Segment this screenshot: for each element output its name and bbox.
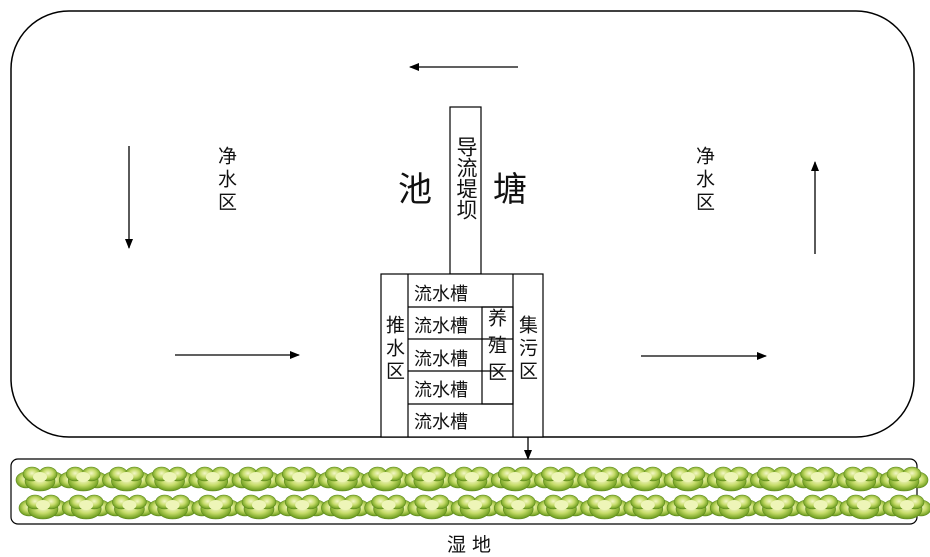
lettuce-plant (145, 466, 194, 492)
diversion-dam (449, 106, 482, 275)
culture-zone-label: 养殖区 (485, 308, 507, 389)
clean-zone-left: 净水区 (215, 146, 237, 215)
sewage-zone-label: 集污区 (516, 315, 538, 384)
lettuce-plant (750, 466, 799, 492)
lettuce-plant (364, 494, 413, 520)
dam-label: 导流堤坝 (454, 136, 478, 220)
lettuce-plant (580, 494, 629, 520)
lettuce-plant (450, 494, 500, 520)
lettuce-plant (620, 466, 670, 492)
lettuce-plant (234, 494, 284, 520)
channel-4: 流水槽 (414, 380, 468, 401)
lettuce-plant (407, 494, 457, 520)
lettuce-plant (18, 494, 68, 520)
lettuce-plant (361, 466, 410, 492)
pond-label-left: 池 (398, 170, 432, 210)
lettuce-plant (15, 466, 65, 492)
lettuce-plant (274, 466, 324, 492)
lettuce-plant (706, 466, 756, 492)
lettuce-plant (321, 494, 370, 520)
lettuce-plant (191, 494, 241, 520)
clean-zone-right: 净水区 (693, 146, 715, 215)
lettuce-plant (61, 494, 111, 520)
lettuce-plant (58, 466, 108, 492)
pond-label-right: 塘 (493, 170, 527, 210)
lettuce-plant (493, 494, 543, 520)
channel-5: 流水槽 (414, 412, 468, 433)
lettuce-plant (277, 494, 327, 520)
push-zone-label: 推水区 (383, 315, 405, 384)
lettuce-plant (839, 494, 889, 520)
lettuce-plant (447, 466, 497, 492)
channel-3: 流水槽 (414, 349, 468, 370)
lettuce-plant (537, 494, 586, 520)
lettuce-plant (882, 494, 930, 520)
lettuce-plant (623, 494, 673, 520)
lettuce-plant (231, 466, 281, 492)
lettuce-plant (188, 466, 238, 492)
lettuce-plant (709, 494, 759, 520)
lettuce-plant (148, 494, 197, 520)
lettuce-plant (534, 466, 583, 492)
channel-1: 流水槽 (414, 284, 468, 305)
lettuce-plant (793, 466, 842, 492)
lettuce-plant (666, 494, 716, 520)
culture-zone-box (481, 306, 514, 405)
lettuce-plant (577, 466, 626, 492)
wetland-plants (15, 466, 930, 520)
lettuce-plant (879, 466, 929, 492)
lettuce-plant (796, 494, 845, 520)
wetland-label: 湿 地 (447, 534, 492, 556)
lettuce-plant (663, 466, 713, 492)
lettuce-plant (836, 466, 886, 492)
lettuce-plant (753, 494, 802, 520)
lettuce-plant (102, 466, 151, 492)
lettuce-plant (105, 494, 154, 520)
lettuce-plant (318, 466, 367, 492)
channel-2: 流水槽 (414, 316, 468, 337)
lettuce-plant (404, 466, 454, 492)
